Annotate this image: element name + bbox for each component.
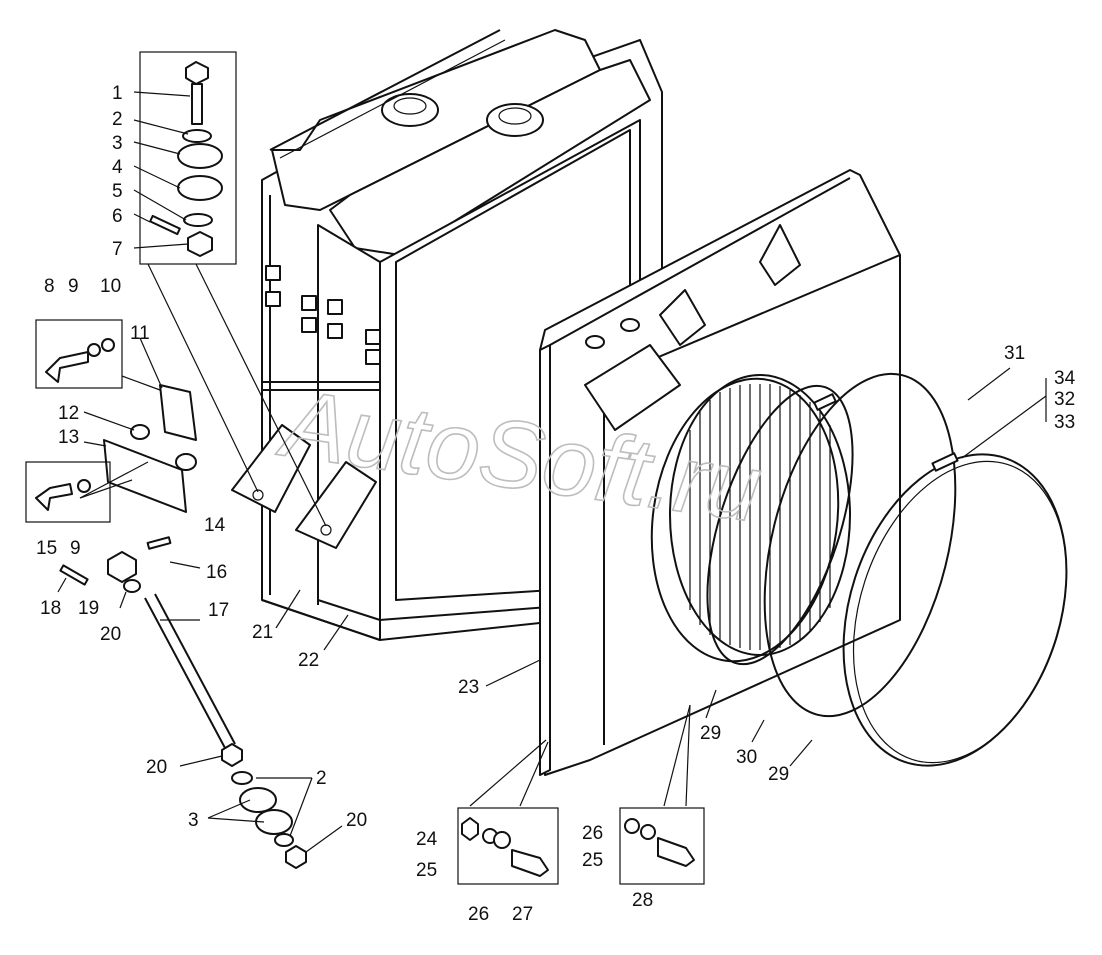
callout-15: 15 (36, 538, 57, 559)
callout-26-left: 26 (468, 904, 489, 925)
fastener-kit-left (457, 807, 559, 885)
callout-29-right: 29 (768, 764, 789, 785)
callout-labels: 1 2 3 4 5 6 7 8 9 10 11 12 13 14 15 9 16… (36, 83, 1076, 925)
callout-31: 31 (1004, 343, 1025, 364)
callout-10: 10 (100, 276, 121, 297)
core-fins (689, 384, 831, 650)
callout-14: 14 (204, 515, 226, 536)
callout-2: 2 (112, 109, 123, 130)
callout-9-top: 9 (68, 276, 79, 297)
callout-11: 11 (130, 323, 150, 344)
callout-33: 33 (1054, 412, 1075, 433)
callout-32: 32 (1054, 389, 1075, 410)
callout-9-bottom: 9 (70, 538, 81, 559)
callout-2-lower: 2 (316, 768, 327, 789)
bracket-kit (25, 319, 307, 869)
callout-12: 12 (58, 403, 79, 424)
clamp-rings (650, 372, 1068, 767)
callout-19: 19 (78, 598, 99, 619)
callout-6: 6 (112, 206, 123, 227)
callout-20-upper: 20 (100, 624, 121, 645)
callout-29-left: 29 (700, 723, 721, 744)
callout-5: 5 (112, 181, 123, 202)
callout-20-lower: 20 (346, 810, 367, 831)
callout-4: 4 (112, 157, 123, 178)
callout-25-right: 25 (582, 850, 603, 871)
callout-22: 22 (298, 650, 319, 671)
callout-20-middle: 20 (146, 757, 167, 778)
callout-17: 17 (208, 600, 229, 621)
callout-30: 30 (736, 747, 757, 768)
callout-26-right: 26 (582, 823, 603, 844)
callout-3-lower: 3 (188, 810, 199, 831)
callout-8: 8 (44, 276, 55, 297)
callout-18: 18 (40, 598, 61, 619)
callout-24: 24 (416, 829, 438, 850)
callout-16: 16 (206, 562, 227, 583)
callout-23: 23 (458, 677, 479, 698)
callout-27: 27 (512, 904, 533, 925)
callout-7: 7 (112, 239, 123, 260)
callout-3: 3 (112, 133, 123, 154)
fastener-kit-right (619, 807, 705, 885)
callout-13: 13 (58, 427, 79, 448)
callout-34: 34 (1054, 368, 1076, 389)
callout-25-left: 25 (416, 860, 437, 881)
callout-28: 28 (632, 890, 653, 911)
callout-21: 21 (252, 622, 273, 643)
mount-kit-top (139, 51, 237, 265)
callout-1: 1 (112, 83, 123, 104)
leader-lines (57, 91, 1047, 853)
